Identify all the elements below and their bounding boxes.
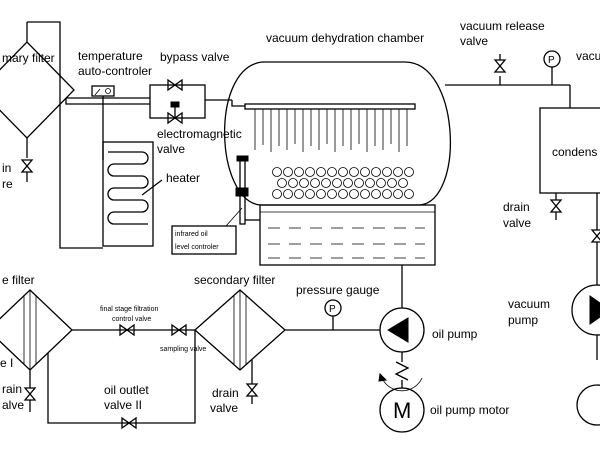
vacuum-release-label-2: valve	[460, 34, 488, 48]
electromagnetic-valve	[167, 111, 183, 125]
temperature-label-1: temperature	[78, 49, 143, 63]
vacuum-pump-label-1: vacuum	[508, 297, 550, 311]
drain-left-label-2: re	[2, 177, 13, 191]
primary-filter	[0, 22, 75, 182]
pressure-gauge	[324, 299, 342, 317]
heater	[102, 141, 163, 247]
vacuum-gauge-label: vacu	[576, 49, 600, 63]
primary-filter-label: mary filter	[2, 51, 55, 65]
bypass-valve-label: bypass valve	[160, 50, 230, 64]
final-stage-valve	[119, 323, 135, 337]
condenser-label: condens	[552, 145, 597, 159]
pipe-heater-top	[65, 98, 150, 105]
vacuum-release-label-1: vacuum release	[460, 19, 545, 33]
electromagnetic-label-2: valve	[157, 142, 185, 156]
secondary-filter	[194, 289, 286, 404]
drain-left-label-1: in	[2, 161, 11, 175]
final-stage-label-2: control valve	[112, 316, 151, 323]
pressure-gauge-label: pressure gauge	[296, 283, 380, 297]
infrared-level-controller	[171, 155, 260, 255]
vacuum-chamber	[223, 61, 452, 266]
vacuum-release-valve	[493, 59, 507, 73]
oil-pump	[378, 265, 425, 392]
drain-valve-condenser	[549, 199, 563, 213]
chamber-label: vacuum dehydration chamber	[266, 31, 424, 45]
pressure-gauge-p: P	[329, 304, 336, 315]
fine-filter-label: e filter	[2, 273, 35, 287]
final-stage-label-1: final stage filtration	[100, 306, 158, 313]
drain-valve-right-label-2: valve	[503, 216, 531, 230]
bypass-valve-group	[149, 78, 232, 125]
condenser	[539, 107, 600, 194]
oil-pump-motor-m: M	[393, 398, 411, 423]
pipe-primary-heater	[27, 21, 103, 249]
vacuum-pump-label-2: pump	[508, 313, 538, 327]
oil-pump-motor	[379, 387, 425, 433]
drain-fine-label-1: rain	[2, 382, 22, 396]
sampling-valve	[171, 323, 187, 337]
vacuum-gauge	[543, 50, 561, 68]
bypass-valve	[167, 78, 183, 92]
sampling-valve-label: sampling valve	[160, 346, 206, 353]
vacuum-gauge-p: P	[548, 55, 555, 66]
drain-fine-label-2: alve	[2, 398, 24, 412]
oil-outlet-valve	[121, 416, 137, 430]
packing-rings	[272, 167, 414, 199]
secondary-filter-label: secondary filter	[194, 273, 275, 287]
drain-valve-fine	[23, 387, 37, 401]
pipe-to-spray	[231, 100, 245, 107]
infrared-label-2: level controler	[175, 244, 219, 251]
vacuum-pump	[571, 193, 600, 426]
infrared-label-1: infrared oil	[175, 231, 208, 238]
oil-outlet-label-2: valve II	[104, 398, 142, 412]
oil-pump-label: oil pump	[432, 327, 478, 341]
drain-valve-left-top	[20, 159, 34, 173]
heater-label: heater	[166, 171, 200, 185]
temperature-label-2: auto-controler	[78, 64, 152, 78]
drain-secondary-label-1: drain	[212, 386, 239, 400]
oil-level-dashes	[268, 227, 425, 259]
vacuum-line	[445, 50, 571, 108]
drain-secondary-label-2: valve	[210, 401, 238, 415]
drain-valve-right-label-1: drain	[503, 200, 530, 214]
spray-nozzles	[254, 109, 408, 152]
drain-valve-secondary	[245, 383, 259, 397]
oil-pump-motor-label: oil pump motor	[430, 403, 509, 417]
oil-outlet-label-1: oil outlet	[104, 383, 149, 397]
fine-filter-num: e I	[0, 356, 13, 370]
electromagnetic-label-1: electromagnetic	[157, 127, 242, 141]
